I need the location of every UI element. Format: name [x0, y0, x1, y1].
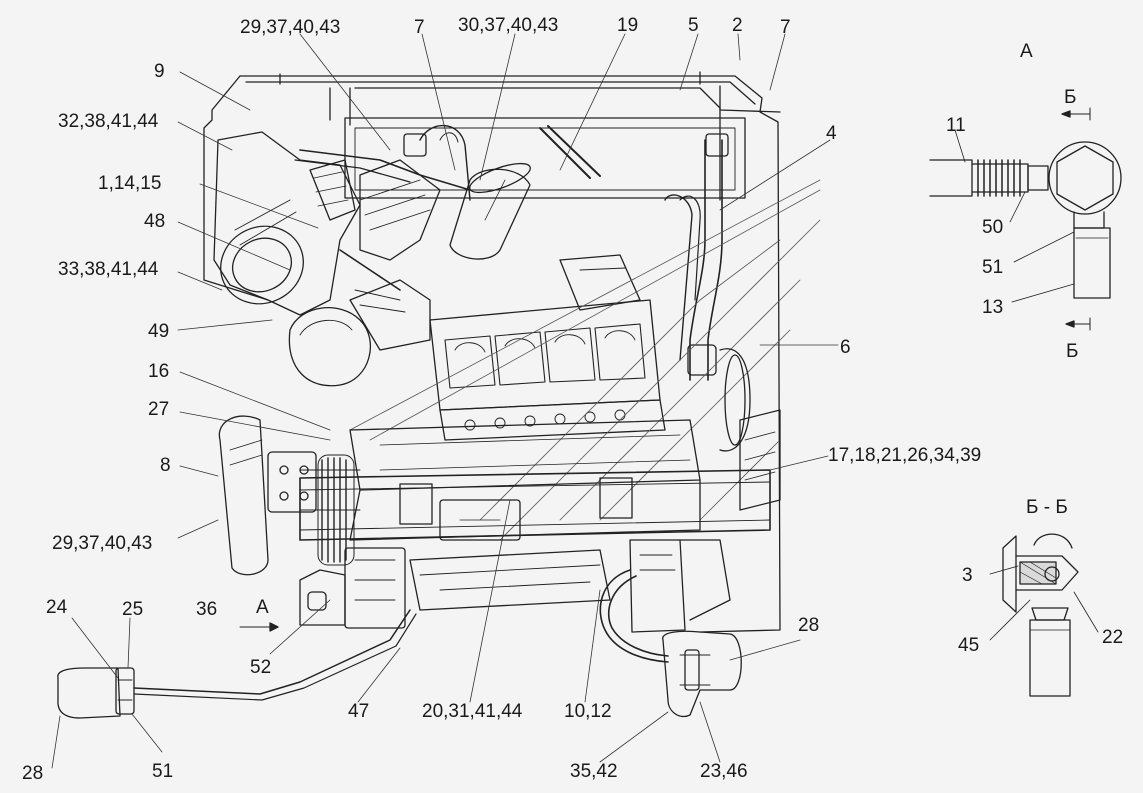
view-arrow-a-label: А [256, 597, 269, 618]
hatch-lines [349, 179, 821, 541]
callout-4: 4 [826, 123, 837, 144]
callout-24: 24 [46, 597, 68, 618]
callout-11: 11 [946, 115, 966, 136]
leader-lines [51, 33, 839, 769]
callout-48: 48 [144, 211, 166, 232]
callout-25: 25 [122, 599, 144, 620]
tank-left [57, 609, 417, 719]
callout-32-38-41-44: 32,38,41,44 [58, 111, 159, 132]
callout-2: 2 [732, 15, 743, 36]
section-bb-title: Б - Б [1026, 497, 1068, 518]
intake-elbow [288, 249, 431, 387]
callout-52: 52 [250, 657, 272, 678]
callout-7-left: 7 [414, 17, 425, 38]
callout-20-31-41-44: 20,31,41,44 [422, 701, 523, 722]
callout-16: 16 [148, 361, 170, 382]
callout-29-37-40-43-top: 29,37,40,43 [240, 17, 341, 38]
callout-8: 8 [160, 455, 171, 476]
callout-7-right: 7 [780, 17, 791, 38]
callout-51-view-a: 51 [982, 257, 1004, 278]
callout-1-14-15: 1,14,15 [98, 173, 162, 194]
engine-frame [203, 71, 781, 633]
section-mark-b-top: Б [1064, 87, 1077, 108]
callout-50: 50 [982, 217, 1004, 238]
fuel-hose-right [599, 569, 669, 663]
support-leg [629, 539, 731, 633]
callout-6: 6 [840, 337, 851, 358]
pulley-assembly [218, 415, 361, 576]
callout-13: 13 [982, 297, 1004, 318]
callout-28-left: 28 [22, 763, 44, 784]
callout-10-12: 10,12 [564, 701, 612, 722]
callout-17-18-21-26-34-39: 17,18,21,26,34,39 [828, 445, 982, 466]
view-a-title: А [1020, 41, 1033, 62]
callout-3: 3 [962, 565, 973, 586]
section-mark-b-bottom: Б [1066, 341, 1079, 362]
callout-45: 45 [958, 635, 980, 656]
callout-23-46: 23,46 [700, 761, 748, 782]
section-bb-detail [989, 533, 1099, 697]
callout-22: 22 [1102, 627, 1124, 648]
view-arrow-a [239, 622, 279, 632]
oil-pan [409, 549, 611, 611]
starter-motor [299, 547, 406, 629]
crankcase [349, 419, 701, 541]
air-intake-assembly [213, 131, 471, 316]
top-plate [344, 117, 746, 199]
callout-5: 5 [688, 15, 699, 36]
callout-30-37-40-43: 30,37,40,43 [458, 15, 559, 36]
right-bracket [719, 348, 781, 511]
frame-rail [299, 469, 771, 541]
callout-36: 36 [196, 599, 218, 620]
callout-51-bottom: 51 [152, 761, 174, 782]
callout-47: 47 [348, 701, 370, 722]
view-a-detail [929, 107, 1122, 331]
callout-49: 49 [148, 321, 170, 342]
callout-35-42: 35,42 [570, 761, 618, 782]
callout-9: 9 [154, 61, 165, 82]
tank-right [662, 630, 742, 718]
callout-33-38-41-44: 33,38,41,44 [58, 259, 159, 280]
callout-28-right: 28 [798, 615, 820, 636]
filter-canister [419, 124, 531, 260]
cylinder-heads [429, 254, 666, 441]
callout-29-37-40-43-bottom: 29,37,40,43 [52, 533, 153, 554]
callout-19: 19 [617, 15, 639, 36]
callout-27: 27 [148, 399, 170, 420]
